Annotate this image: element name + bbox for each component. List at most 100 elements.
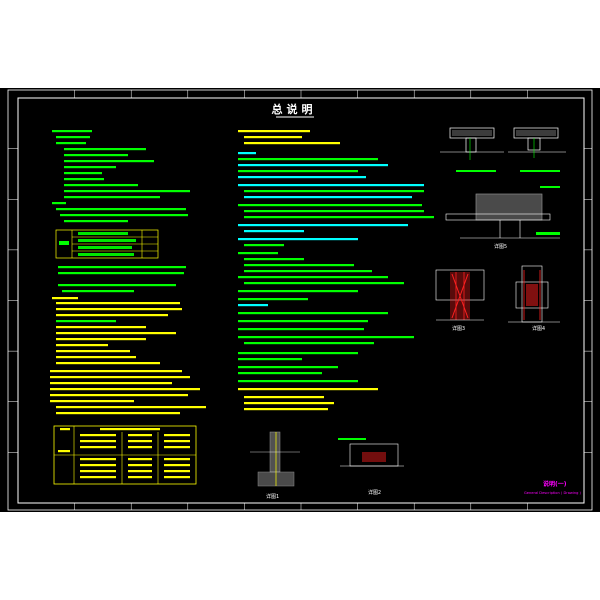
- note-text-line: [244, 244, 284, 247]
- note-text-line: [56, 208, 186, 211]
- note-text-line: [56, 332, 176, 335]
- note-text-line: [56, 406, 206, 409]
- note-text-line: [244, 282, 404, 285]
- detail-label-2: 详图2: [368, 489, 381, 496]
- note-text-line: [164, 464, 190, 467]
- note-text-line: [56, 362, 160, 365]
- note-text-line: [128, 440, 152, 443]
- note-text-line: [238, 336, 414, 339]
- note-text-line: [238, 130, 310, 133]
- note-text-line: [244, 142, 340, 145]
- note-text-line: [164, 458, 190, 461]
- note-text-line: [128, 458, 152, 461]
- note-text-line: [244, 402, 334, 405]
- note-text-line: [56, 136, 90, 139]
- note-table-large: [53, 425, 197, 485]
- svg-text:详图1: 详图1: [266, 493, 279, 500]
- note-text-line: [238, 224, 408, 227]
- note-text-line: [100, 428, 160, 431]
- note-text-line: [58, 272, 184, 275]
- note-text-line: [244, 230, 304, 233]
- note-text-line: [244, 264, 354, 267]
- note-text-line: [60, 428, 70, 431]
- note-text-line: [50, 394, 188, 397]
- note-text-line: [64, 154, 128, 157]
- note-text-line: [64, 196, 160, 199]
- detail-wall-section: [250, 431, 300, 487]
- note-text-line: [128, 476, 152, 479]
- note-text-line: [56, 356, 136, 359]
- note-text-line: [238, 276, 388, 279]
- note-text-line: [238, 298, 308, 301]
- note-text-line: [164, 434, 190, 437]
- note-text-line: [64, 148, 146, 151]
- note-text-line: [64, 160, 154, 163]
- detail-slab-sections: [440, 127, 566, 172]
- svg-text:详图4: 详图4: [532, 325, 545, 332]
- note-text-line: [238, 204, 422, 207]
- title-block-cn: 说明(一): [543, 480, 567, 488]
- detail-column-right: [508, 265, 560, 323]
- note-text-line: [128, 446, 152, 449]
- svg-text:详图2: 详图2: [368, 489, 381, 496]
- note-text-line: [128, 434, 152, 437]
- note-text-line: [56, 314, 168, 317]
- outer-frame: [7, 89, 593, 511]
- note-text-line: [58, 284, 176, 287]
- note-text-line: [238, 176, 366, 179]
- note-text-line: [80, 476, 116, 479]
- note-text-line: [56, 326, 146, 329]
- note-text-line: [52, 202, 66, 205]
- note-text-line: [238, 164, 388, 167]
- note-text-line: [238, 380, 358, 383]
- note-text-line: [56, 142, 86, 145]
- note-text-line: [52, 130, 92, 133]
- zone-ticks: [8, 90, 592, 510]
- note-text-line: [238, 358, 302, 361]
- note-text-line: [64, 190, 190, 193]
- title-block-en: General Description ( Drawing ): [524, 491, 582, 495]
- svg-text:详图3: 详图3: [452, 325, 465, 332]
- note-text-line: [244, 408, 328, 411]
- note-text-line: [80, 434, 116, 437]
- note-text-line: [164, 440, 190, 443]
- note-text-line: [164, 470, 190, 473]
- drawing-title: 总说明: [272, 102, 317, 116]
- note-text-line: [64, 166, 116, 169]
- note-text-line: [56, 350, 130, 353]
- note-text-line: [238, 252, 278, 255]
- note-text-line: [128, 464, 152, 467]
- note-text-line: [64, 184, 138, 187]
- title-block: 说明(一) General Description ( Drawing ): [524, 480, 582, 495]
- note-text-line: [244, 396, 324, 399]
- note-table-small: [55, 229, 159, 259]
- note-text-line: [238, 170, 358, 173]
- note-text-line: [60, 214, 188, 217]
- note-text-line: [64, 172, 102, 175]
- note-text-line: [238, 388, 378, 391]
- note-text-line: [244, 270, 372, 273]
- note-text-line: [80, 464, 116, 467]
- note-text-line: [164, 446, 190, 449]
- svg-text:详图5: 详图5: [494, 243, 507, 250]
- note-text-line: [128, 470, 152, 473]
- note-text-line: [80, 440, 116, 443]
- note-text-line: [56, 302, 180, 305]
- note-text-line: [80, 458, 116, 461]
- detail-label-3: 详图3: [452, 325, 465, 332]
- detail-foundation-beam: [338, 438, 404, 467]
- note-text-line: [238, 320, 368, 323]
- note-text-line: [164, 476, 190, 479]
- note-text-line: [50, 388, 200, 391]
- note-text-line: [56, 344, 108, 347]
- note-text-line: [238, 152, 256, 155]
- note-text-line: [238, 366, 338, 369]
- note-text-line: [244, 210, 424, 213]
- note-text-line: [238, 184, 424, 187]
- note-text-line: [80, 470, 116, 473]
- note-text-line: [238, 158, 378, 161]
- note-text-line: [238, 352, 358, 355]
- note-text-line: [244, 196, 412, 199]
- detail-label-5: 详图5: [494, 243, 507, 250]
- note-text-line: [244, 190, 424, 193]
